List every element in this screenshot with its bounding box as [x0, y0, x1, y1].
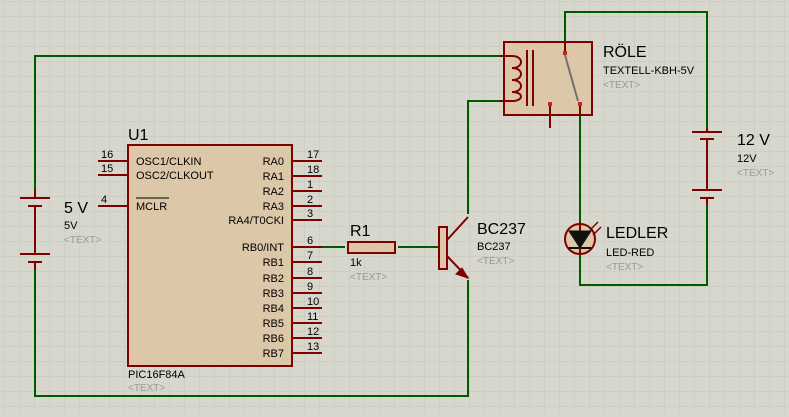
battery-5v[interactable]: 5 V 5V <TEXT> — [20, 190, 101, 270]
battery-12v-ref: 12 V — [737, 132, 770, 149]
resistor-r1[interactable]: R1 1k <TEXT> — [347, 223, 396, 283]
mcu-right-pin-name: RA1 — [263, 171, 284, 183]
mcu-left-pin-number: 16 — [101, 149, 113, 161]
mcu-right-pin-number: 13 — [307, 341, 319, 353]
relay-role[interactable]: RÖLE TEXTELL-KBH-5V <TEXT> — [500, 41, 695, 128]
resistor-placeholder: <TEXT> — [350, 272, 387, 283]
battery-5v-value: 5V — [64, 220, 78, 232]
wire-5v-negative — [34, 270, 469, 397]
mcu-right-pin-name: RA3 — [263, 201, 284, 213]
mcu-right-pin-name: RB6 — [263, 333, 284, 345]
mcu-right-pin-name: RB5 — [263, 318, 284, 330]
mcu-u1[interactable]: U1 PIC16F84A <TEXT> 16OSC1/CLKIN15OSC2/C… — [98, 127, 322, 394]
mcu-right-pin-number: 9 — [307, 281, 313, 293]
mcu-left-pin-name: OSC2/CLKOUT — [136, 170, 214, 182]
battery-5v-ref: 5 V — [64, 200, 88, 217]
mcu-right-pin-name: RB7 — [263, 348, 284, 360]
mcu-right-pin-number: 17 — [307, 149, 319, 161]
relay-coil — [511, 55, 522, 102]
mcu-right-pin-name: RB2 — [263, 273, 284, 285]
mcu-right-pin-name: RA0 — [263, 156, 284, 168]
led-value: LED-RED — [606, 247, 654, 259]
mcu-right-pin-number: 10 — [307, 296, 319, 308]
relay-placeholder: <TEXT> — [603, 80, 640, 91]
wires — [34, 11, 708, 397]
mcu-left-pin-name: MCLR — [136, 201, 167, 213]
mcu-right-pin-number: 1 — [307, 179, 313, 191]
mcu-right-pin-number: 6 — [307, 235, 313, 247]
transistor-ref: BC237 — [477, 221, 526, 238]
mcu-part: PIC16F84A — [128, 369, 186, 381]
wire-5v-positive — [34, 55, 500, 190]
resistor-ref: R1 — [350, 223, 371, 240]
mcu-right-pin-number: 8 — [307, 266, 313, 278]
mcu-body — [127, 144, 293, 367]
relay-switch — [564, 54, 579, 102]
resistor-value: 1k — [350, 257, 362, 269]
mcu-right-pin-name: RB4 — [263, 303, 284, 315]
mcu-ref: U1 — [128, 127, 149, 144]
mcu-right-pin-name: RB3 — [263, 288, 284, 300]
battery-12v[interactable]: 12 V 12V <TEXT> — [692, 128, 774, 205]
mcu-right-pin-name: RB0/INT — [242, 242, 284, 254]
transistor-value: BC237 — [477, 241, 511, 253]
mcu-placeholder: <TEXT> — [128, 383, 165, 394]
wire-relay-coil-collector — [467, 100, 500, 214]
mcu-right-pin-name: RA4/T0CKI — [228, 215, 284, 227]
mcu-right-pin-number: 12 — [307, 326, 319, 338]
transistor-bc237[interactable]: BC237 BC237 <TEXT> — [438, 216, 526, 279]
mcu-right-pin-number: 3 — [307, 208, 313, 220]
mcu-left-pin-number: 15 — [101, 163, 113, 175]
wire-relay-common-12v — [564, 11, 708, 128]
relay-ref: RÖLE — [603, 43, 647, 61]
battery-5v-placeholder: <TEXT> — [64, 235, 101, 246]
battery-12v-placeholder: <TEXT> — [737, 168, 774, 179]
relay-value: TEXTELL-KBH-5V — [603, 65, 695, 77]
mcu-right-pin-name: RB1 — [263, 257, 284, 269]
mcu-right-pin-number: 7 — [307, 250, 313, 262]
mcu-right-pin-number: 2 — [307, 194, 313, 206]
mcu-right-pin-number: 18 — [307, 164, 319, 176]
mcu-right-pin-name: RA2 — [263, 186, 284, 198]
mcu-left-pin-name: OSC1/CLKIN — [136, 156, 201, 168]
led-placeholder: <TEXT> — [606, 262, 643, 273]
battery-12v-value: 12V — [737, 153, 757, 165]
led-ref: LEDLER — [606, 225, 668, 242]
wire-12v-led — [579, 205, 708, 286]
led-ledler[interactable]: LEDLER LED-RED <TEXT> — [564, 221, 668, 273]
mcu-left-pin-number: 4 — [101, 194, 107, 206]
mcu-right-pin-number: 11 — [307, 311, 318, 323]
transistor-placeholder: <TEXT> — [477, 256, 514, 267]
